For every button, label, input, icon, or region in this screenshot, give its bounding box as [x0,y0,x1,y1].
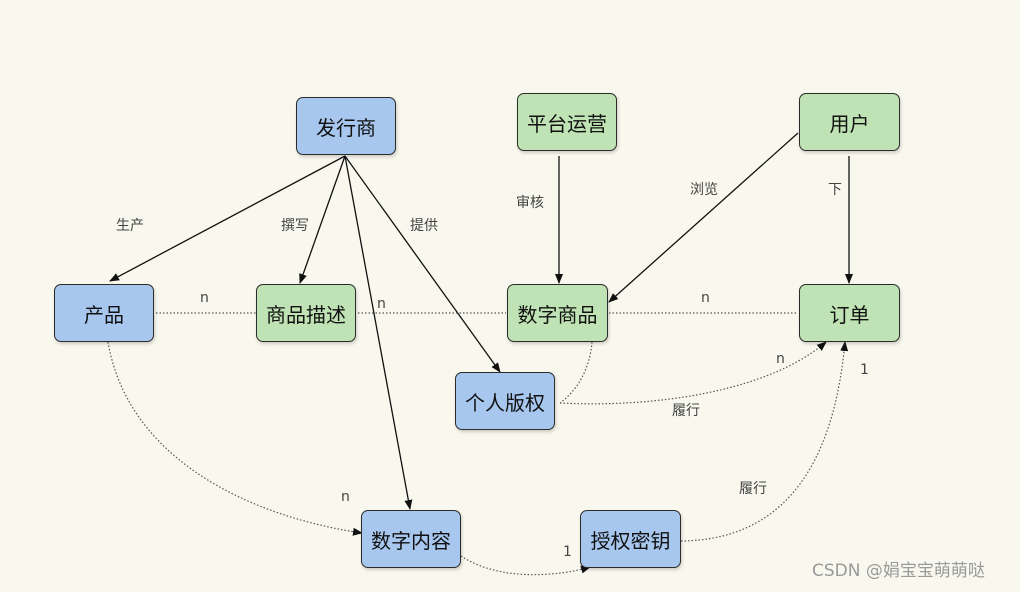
label-content-key-1: 1 [563,544,572,560]
node-platform: 平台运营 [517,93,617,151]
node-publisher: 发行商 [296,97,396,155]
label-goods-order-n: n [701,290,710,306]
node-description: 商品描述 [256,284,356,342]
label-product-content-n: n [341,489,350,505]
edge-product-content [107,341,363,536]
node-copyright: 个人版权 [455,372,555,430]
edge-user-goods [608,132,799,303]
label-copyright-order-fulfill: 履行 [672,403,700,419]
node-license-key: 授权密钥 [580,510,681,568]
label-browse: 浏览 [690,182,718,198]
edge-publisher-product [109,155,346,282]
label-desc-goods-n: n [377,296,386,312]
label-key-order-fulfill: 履行 [739,481,767,497]
node-product: 产品 [54,284,154,342]
node-digital-content: 数字内容 [361,510,461,568]
label-copyright-order-n: n [776,351,785,367]
node-user: 用户 [799,93,900,151]
label-provide: 提供 [410,218,438,234]
watermark: CSDN @娟宝宝萌萌哒 [812,561,985,581]
label-order-1: 1 [860,362,869,378]
edge-copyright-order [559,341,827,405]
label-place: 下 [828,182,842,198]
label-produce: 生产 [116,218,144,234]
label-review: 审核 [516,195,544,211]
edge-publisher-copyright [344,155,501,373]
node-digital-goods: 数字商品 [507,284,608,342]
node-order: 订单 [799,284,900,342]
edge-goods-copyright [559,341,593,404]
label-product-desc-n: n [200,290,209,306]
edge-key-order [680,341,849,542]
label-write: 撰写 [281,218,309,234]
